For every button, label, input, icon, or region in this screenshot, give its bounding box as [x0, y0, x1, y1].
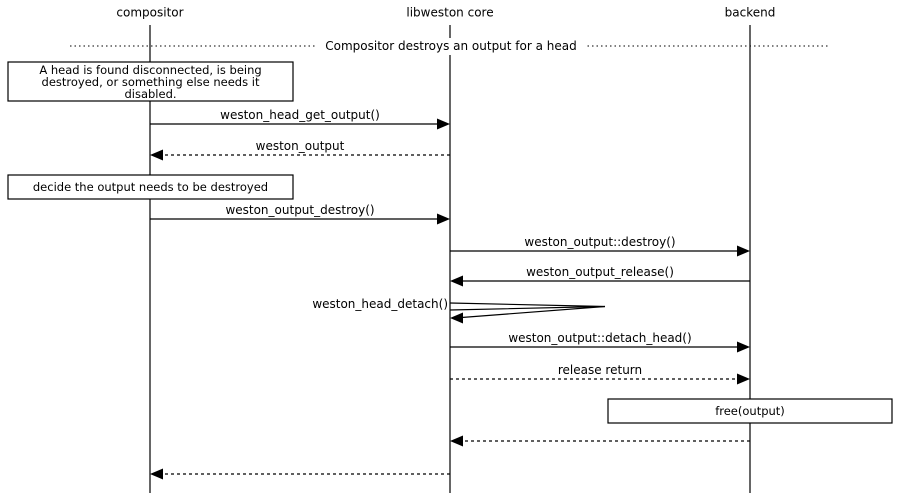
message-release-return: release return — [450, 363, 750, 385]
note-free-output: free(output) — [607, 398, 893, 424]
message-weston-head-detach-outbound — [449, 302, 606, 311]
message-core-return — [150, 468, 450, 480]
message-weston-output-destroy-vfunc: weston_output::destroy() — [450, 235, 750, 257]
message-weston-head-get-output: weston_head_get_output() — [150, 108, 450, 130]
message-weston-output-destroy: weston_output_destroy() — [150, 203, 450, 225]
message-weston-output-destroy-vfunc-label: weston_output::destroy() — [524, 235, 675, 249]
message-weston-output-release: weston_output_release() — [450, 265, 750, 287]
message-release-return-label: release return — [558, 363, 642, 377]
note-decide-destroy-line-1: decide the output needs to be destroyed — [33, 180, 268, 194]
message-weston-head-detach: weston_head_detach() — [312, 297, 606, 324]
lifeline-label-backend: backend — [725, 6, 776, 20]
message-weston-output-destroy-arrowhead — [437, 213, 450, 225]
message-backend-return — [450, 435, 750, 447]
divider-compositor-destroys-output: Compositor destroys an output for a head — [70, 38, 830, 55]
message-weston-output-return: weston_output — [150, 139, 450, 161]
message-backend-return-arrowhead — [450, 435, 463, 447]
message-weston-head-get-output-label: weston_head_get_output() — [220, 108, 380, 122]
message-weston-output-return-label: weston_output — [256, 139, 345, 153]
lifeline-label-compositor: compositor — [116, 6, 183, 20]
note-free-output-box — [607, 398, 893, 424]
lifeline-label-libweston-core: libweston core — [406, 6, 493, 20]
message-weston-output-release-label: weston_output_release() — [526, 265, 674, 279]
note-head-disconnected-line-3: disabled. — [124, 87, 176, 101]
divider-label: Compositor destroys an output for a head — [325, 39, 577, 53]
note-head-disconnected: A head is found disconnected, is being d… — [7, 61, 294, 102]
message-weston-output-detach-head: weston_output::detach_head() — [450, 331, 750, 353]
lifeline-headers: compositor libweston core backend — [116, 6, 775, 20]
divider-label-background — [316, 38, 586, 55]
note-head-disconnected-box — [7, 61, 294, 102]
message-weston-head-get-output-arrowhead — [437, 118, 450, 130]
message-weston-output-release-arrowhead — [450, 275, 463, 287]
message-weston-output-detach-head-label: weston_output::detach_head() — [508, 331, 691, 345]
message-weston-head-detach-return — [454, 305, 606, 319]
message-release-return-arrowhead — [737, 373, 750, 385]
message-weston-output-destroy-label: weston_output_destroy() — [225, 203, 374, 217]
message-weston-output-return-arrowhead — [150, 149, 163, 161]
message-weston-output-detach-head-arrowhead — [737, 341, 750, 353]
note-decide-destroy-box — [7, 174, 294, 200]
message-weston-output-destroy-vfunc-arrowhead — [737, 245, 750, 257]
message-core-return-arrowhead — [150, 468, 163, 480]
message-weston-head-detach-arrowhead — [450, 312, 463, 324]
note-head-disconnected-line-1: A head is found disconnected, is being — [39, 63, 261, 77]
message-weston-head-detach-label: weston_head_detach() — [312, 297, 448, 311]
note-decide-destroy: decide the output needs to be destroyed — [7, 174, 294, 200]
note-head-disconnected-line-2: destroyed, or something else needs it — [42, 75, 260, 89]
note-free-output-line-1: free(output) — [715, 404, 785, 418]
